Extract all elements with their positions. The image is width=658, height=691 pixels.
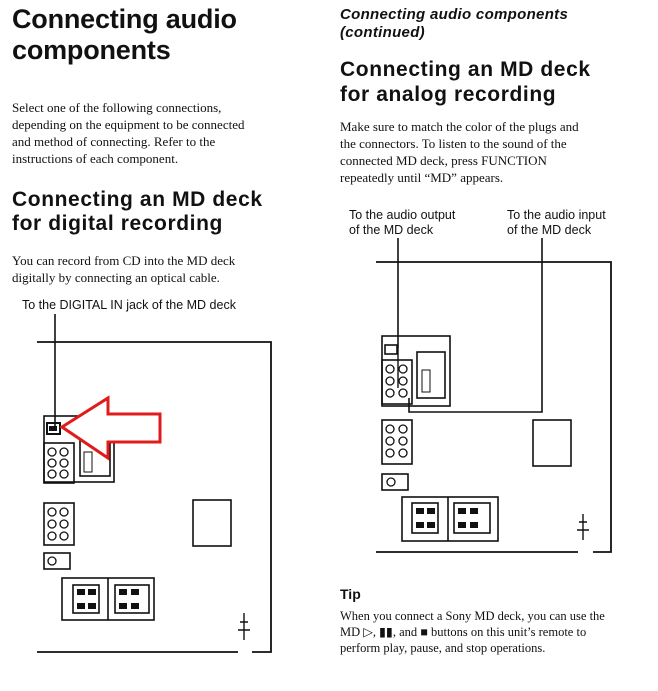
callout-line: of the MD deck	[507, 223, 592, 237]
digital-heading-line: Connecting an MD deck	[12, 188, 263, 211]
continued-title: Connecting audio components (continued)	[340, 6, 650, 42]
digital-heading-line: for digital recording	[12, 212, 223, 235]
page-title: Connecting audio components	[12, 4, 332, 66]
red-arrow-icon	[59, 395, 162, 461]
tip-line: perform play, pause, and stop operations…	[340, 641, 546, 655]
analog-heading-line: Connecting an MD deck	[340, 58, 591, 81]
continued-line: (continued)	[340, 24, 425, 41]
tip-line: MD ▷, ▮▮, and ■ buttons on this unit’s r…	[340, 625, 587, 639]
continued-line: Connecting audio components	[340, 6, 569, 23]
tip-heading: Tip	[340, 586, 361, 602]
analog-paragraph: Make sure to match the color of the plug…	[340, 118, 650, 186]
digital-in-callout: To the DIGITAL IN jack of the MD deck	[22, 298, 236, 312]
callout-line: To the audio input	[507, 208, 606, 222]
tip-line: When you connect a Sony MD deck, you can…	[340, 609, 605, 623]
analog-connection-diagram	[376, 238, 612, 553]
audio-output-callout: To the audio output of the MD deck	[349, 208, 455, 238]
analog-line: Make sure to match the color of the plug…	[340, 119, 579, 134]
intro-line: instructions of each component.	[12, 151, 179, 166]
intro-line: depending on the equipment to be connect…	[12, 117, 245, 132]
analog-line: repeatedly until “MD” appears.	[340, 170, 504, 185]
analog-heading: Connecting an MD deck for analog recordi…	[340, 57, 650, 107]
callout-line: of the MD deck	[349, 223, 434, 237]
page-title-line: components	[12, 35, 171, 65]
digital-line: You can record from CD into the MD deck	[12, 253, 236, 268]
digital-heading: Connecting an MD deck for digital record…	[12, 188, 322, 236]
intro-paragraph: Select one of the following connections,…	[12, 99, 294, 167]
digital-connection-diagram	[37, 314, 272, 653]
analog-line: connected MD deck, press FUNCTION	[340, 153, 547, 168]
callout-line: To the audio output	[349, 208, 456, 222]
digital-line: digitally by connecting an optical cable…	[12, 270, 220, 285]
digital-paragraph: You can record from CD into the MD deck …	[12, 252, 312, 286]
page-title-line: Connecting audio	[12, 4, 237, 34]
audio-input-callout: To the audio input of the MD deck	[507, 208, 606, 238]
tip-paragraph: When you connect a Sony MD deck, you can…	[340, 608, 655, 656]
intro-line: Select one of the following connections,	[12, 100, 222, 115]
analog-line: the connectors. To listen to the sound o…	[340, 136, 567, 151]
analog-heading-line: for analog recording	[340, 83, 557, 106]
intro-line: and method of connecting. Refer to the	[12, 134, 216, 149]
